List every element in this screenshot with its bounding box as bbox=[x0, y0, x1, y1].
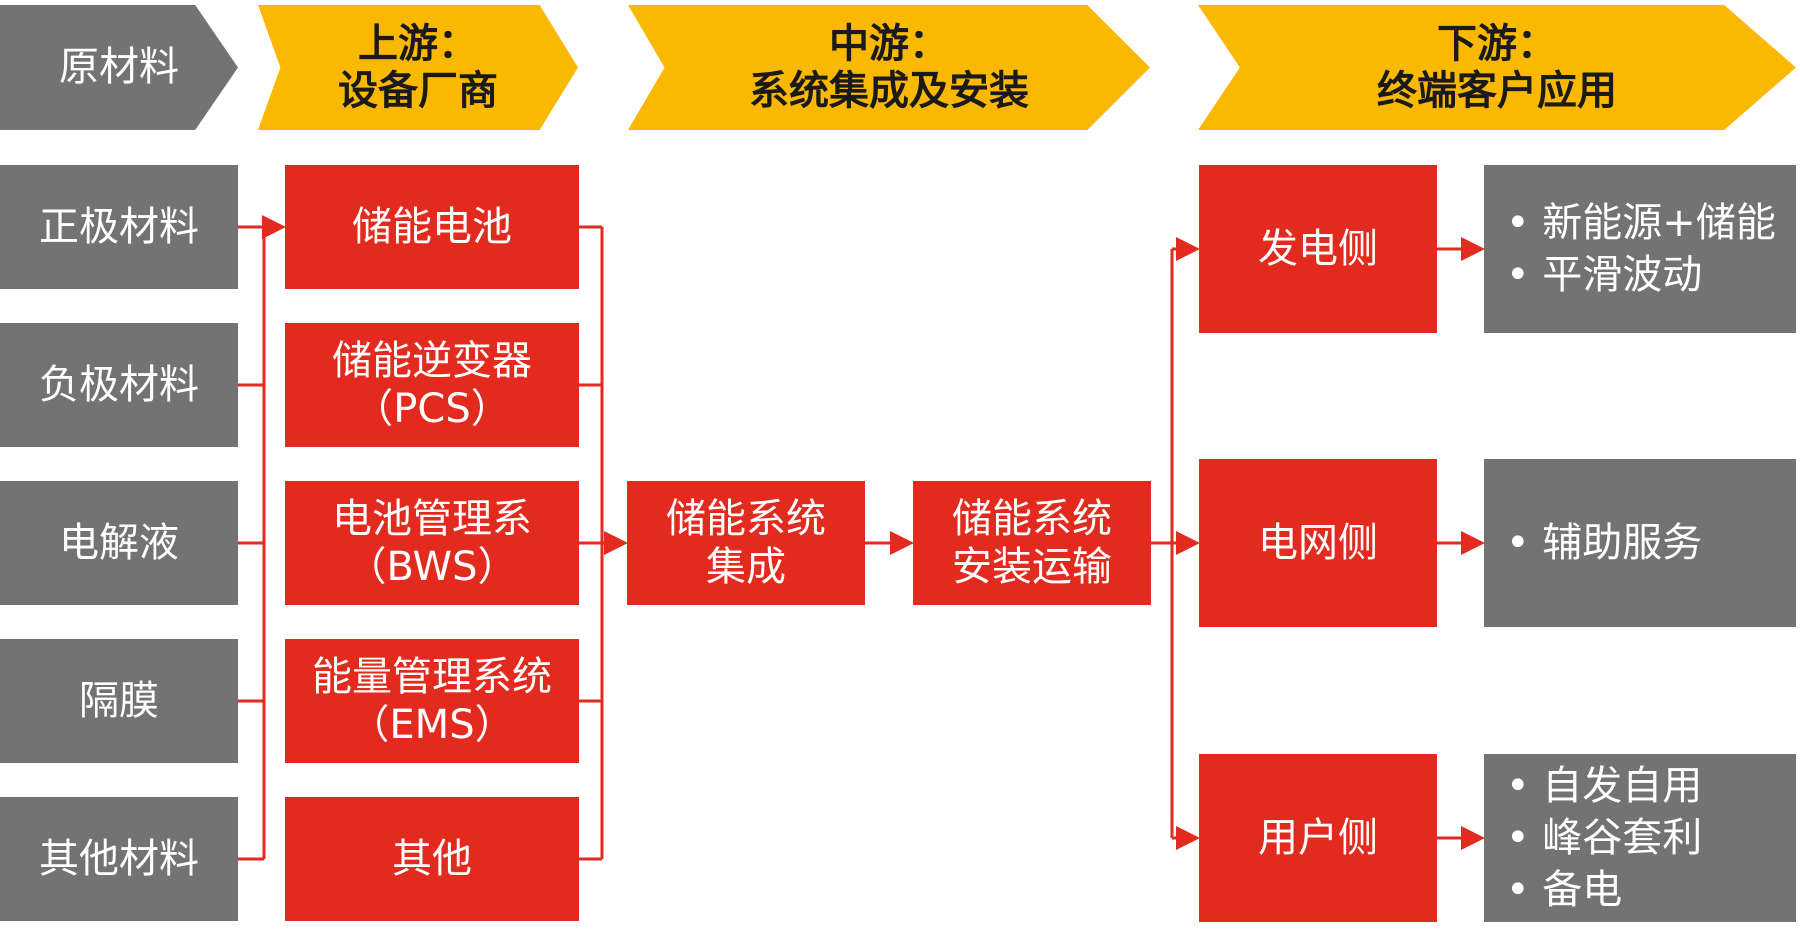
side-grid: 电网侧 bbox=[1199, 459, 1437, 627]
application-item: • 自发自用 bbox=[1506, 763, 1703, 809]
header-upstream: 上游： 设备厂商 bbox=[258, 5, 578, 130]
equipment-bms: 电池管理系 （BWS） bbox=[285, 481, 579, 605]
application-item: • 平滑波动 bbox=[1506, 252, 1703, 298]
equipment-battery: 储能电池 bbox=[285, 165, 579, 289]
applications-user: • 自发自用 • 峰谷套利 • 备电 bbox=[1484, 754, 1796, 922]
material-anode: 负极材料 bbox=[0, 323, 238, 447]
material-other: 其他材料 bbox=[0, 797, 238, 921]
applications-generation: • 新能源+储能 • 平滑波动 bbox=[1484, 165, 1796, 333]
application-item: • 辅助服务 bbox=[1506, 520, 1703, 566]
application-item: • 备电 bbox=[1506, 867, 1623, 913]
header-raw-materials: 原材料 bbox=[0, 5, 238, 130]
system-installation: 储能系统 安装运输 bbox=[913, 481, 1151, 605]
material-separator: 隔膜 bbox=[0, 639, 238, 763]
side-generation: 发电侧 bbox=[1199, 165, 1437, 333]
equipment-ems: 能量管理系统 （EMS） bbox=[285, 639, 579, 763]
application-item: • 峰谷套利 bbox=[1506, 815, 1703, 861]
side-user: 用户侧 bbox=[1199, 754, 1437, 922]
equipment-other: 其他 bbox=[285, 797, 579, 921]
header-midstream: 中游： 系统集成及安装 bbox=[628, 5, 1150, 130]
material-electrolyte: 电解液 bbox=[0, 481, 238, 605]
equipment-pcs: 储能逆变器 （PCS） bbox=[285, 323, 579, 447]
material-cathode: 正极材料 bbox=[0, 165, 238, 289]
header-downstream: 下游： 终端客户应用 bbox=[1198, 5, 1796, 130]
application-item: • 新能源+储能 bbox=[1506, 200, 1776, 246]
system-integration: 储能系统 集成 bbox=[627, 481, 865, 605]
applications-grid: • 辅助服务 bbox=[1484, 459, 1796, 627]
